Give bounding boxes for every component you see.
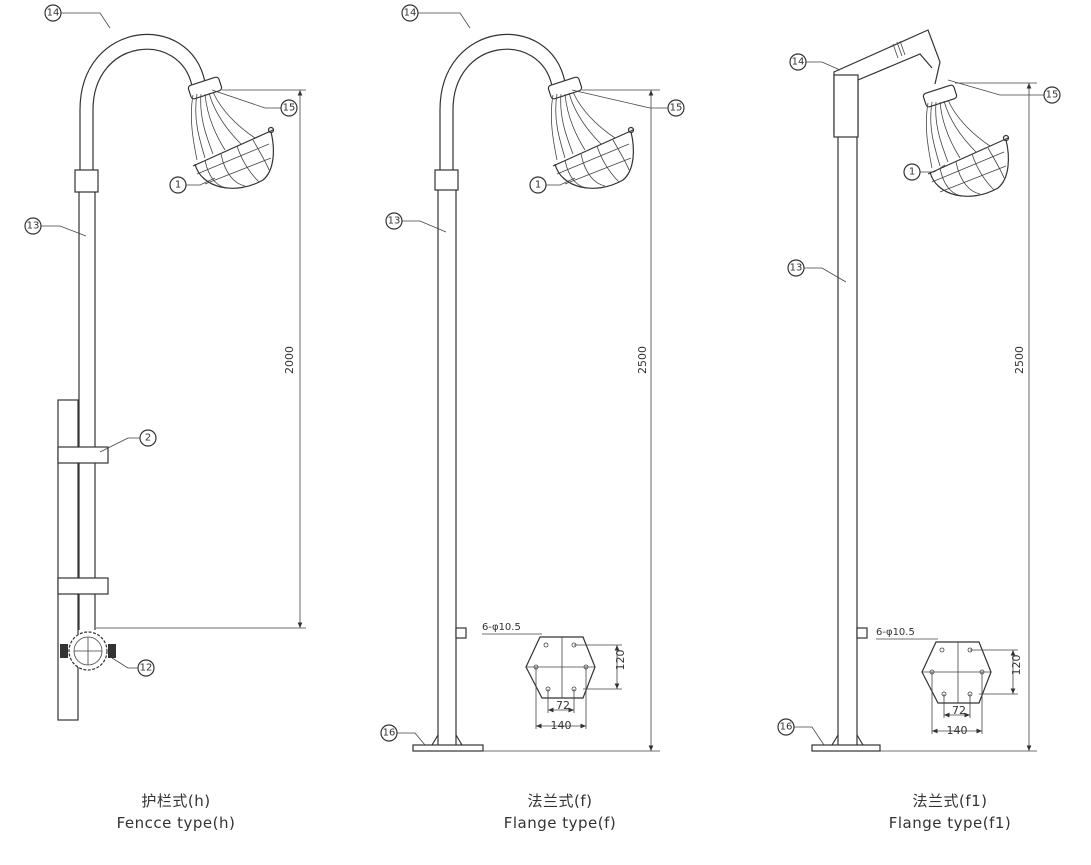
svg-text:15: 15 (670, 103, 683, 114)
flange-inner-dim: 72 (952, 704, 966, 717)
detail-marker (455, 627, 467, 639)
explosion-proof-lamp (922, 83, 1010, 197)
flange-detail (922, 642, 1018, 734)
caption-en: Fencce type(h) (116, 814, 236, 832)
svg-text:2: 2 (145, 433, 151, 444)
detail-marker (856, 627, 868, 639)
svg-text:16: 16 (780, 722, 793, 733)
part-label: 1 (169, 176, 187, 194)
svg-text:16: 16 (383, 728, 396, 739)
svg-text:14: 14 (792, 57, 805, 68)
caption-cn: 护栏式(h) (141, 792, 211, 810)
part-label: 13 (385, 212, 403, 230)
part-label: 15 (667, 99, 685, 117)
part-label: 16 (380, 724, 398, 742)
svg-text:15: 15 (1046, 90, 1059, 101)
svg-text:13: 13 (790, 263, 803, 274)
part-label: 15 (1043, 86, 1061, 104)
part-label: 12 (137, 659, 155, 677)
height-dimension: 2000 (283, 346, 296, 374)
svg-text:1: 1 (175, 180, 181, 191)
flange-outer-dim: 140 (551, 719, 572, 732)
part-label: 2 (139, 429, 157, 447)
part-label: 16 (777, 718, 795, 736)
svg-text:14: 14 (404, 8, 417, 19)
part-label: 14 (44, 4, 62, 22)
pipe-coupling (434, 169, 459, 191)
caption-flange-type-f1: 法兰式(f1) Flange type(f1) (840, 790, 1060, 834)
part-label: 13 (787, 259, 805, 277)
height-dimension: 2500 (1013, 346, 1026, 374)
flange-type-f-drawing: 6-φ10.5 120 72 140 2500 14 15 1 13 16 (380, 4, 685, 752)
part-label: 1 (903, 163, 921, 181)
caption-flange-type-f: 法兰式(f) Flange type(f) (450, 790, 670, 834)
junction-box (60, 631, 116, 671)
flange-height-dim: 120 (1010, 655, 1023, 676)
part-label: 1 (529, 176, 547, 194)
explosion-proof-lamp (187, 75, 275, 189)
caption-en: Flange type(f1) (888, 814, 1012, 832)
base-flange-plate (412, 744, 484, 752)
caption-fence-type: 护栏式(h) Fencce type(h) (66, 790, 286, 834)
svg-text:13: 13 (27, 221, 40, 232)
part-label: 14 (401, 4, 419, 22)
flange-hole-note: 6-φ10.5 (876, 627, 915, 638)
base-flange-plate (811, 744, 881, 752)
pipe-coupling (74, 169, 99, 193)
clamp-bracket (57, 577, 109, 595)
flange-type-f1-drawing: 6-φ10.5 120 72 140 2500 14 15 1 13 16 (777, 29, 1061, 752)
svg-text:14: 14 (47, 8, 60, 19)
caption-cn: 法兰式(f1) (912, 792, 988, 810)
elbow-joint (833, 74, 859, 138)
flange-outer-dim: 140 (947, 724, 968, 737)
flange-detail (526, 637, 622, 729)
svg-text:1: 1 (909, 167, 915, 178)
svg-text:15: 15 (283, 103, 296, 114)
svg-text:1: 1 (535, 180, 541, 191)
explosion-proof-lamp (547, 75, 635, 189)
caption-en: Flange type(f) (503, 814, 617, 832)
fence-type-drawing: 2000 14 15 1 13 2 12 (24, 4, 306, 721)
part-label: 15 (280, 99, 298, 117)
svg-text:13: 13 (388, 216, 401, 227)
svg-text:12: 12 (140, 663, 153, 674)
flange-hole-note: 6-φ10.5 (482, 622, 521, 633)
flange-inner-dim: 72 (556, 699, 570, 712)
part-label: 13 (24, 217, 42, 235)
clamp-bracket (57, 446, 109, 464)
caption-cn: 法兰式(f) (527, 792, 593, 810)
flange-height-dim: 120 (614, 650, 627, 671)
height-dimension: 2500 (636, 346, 649, 374)
part-label: 14 (789, 53, 807, 71)
